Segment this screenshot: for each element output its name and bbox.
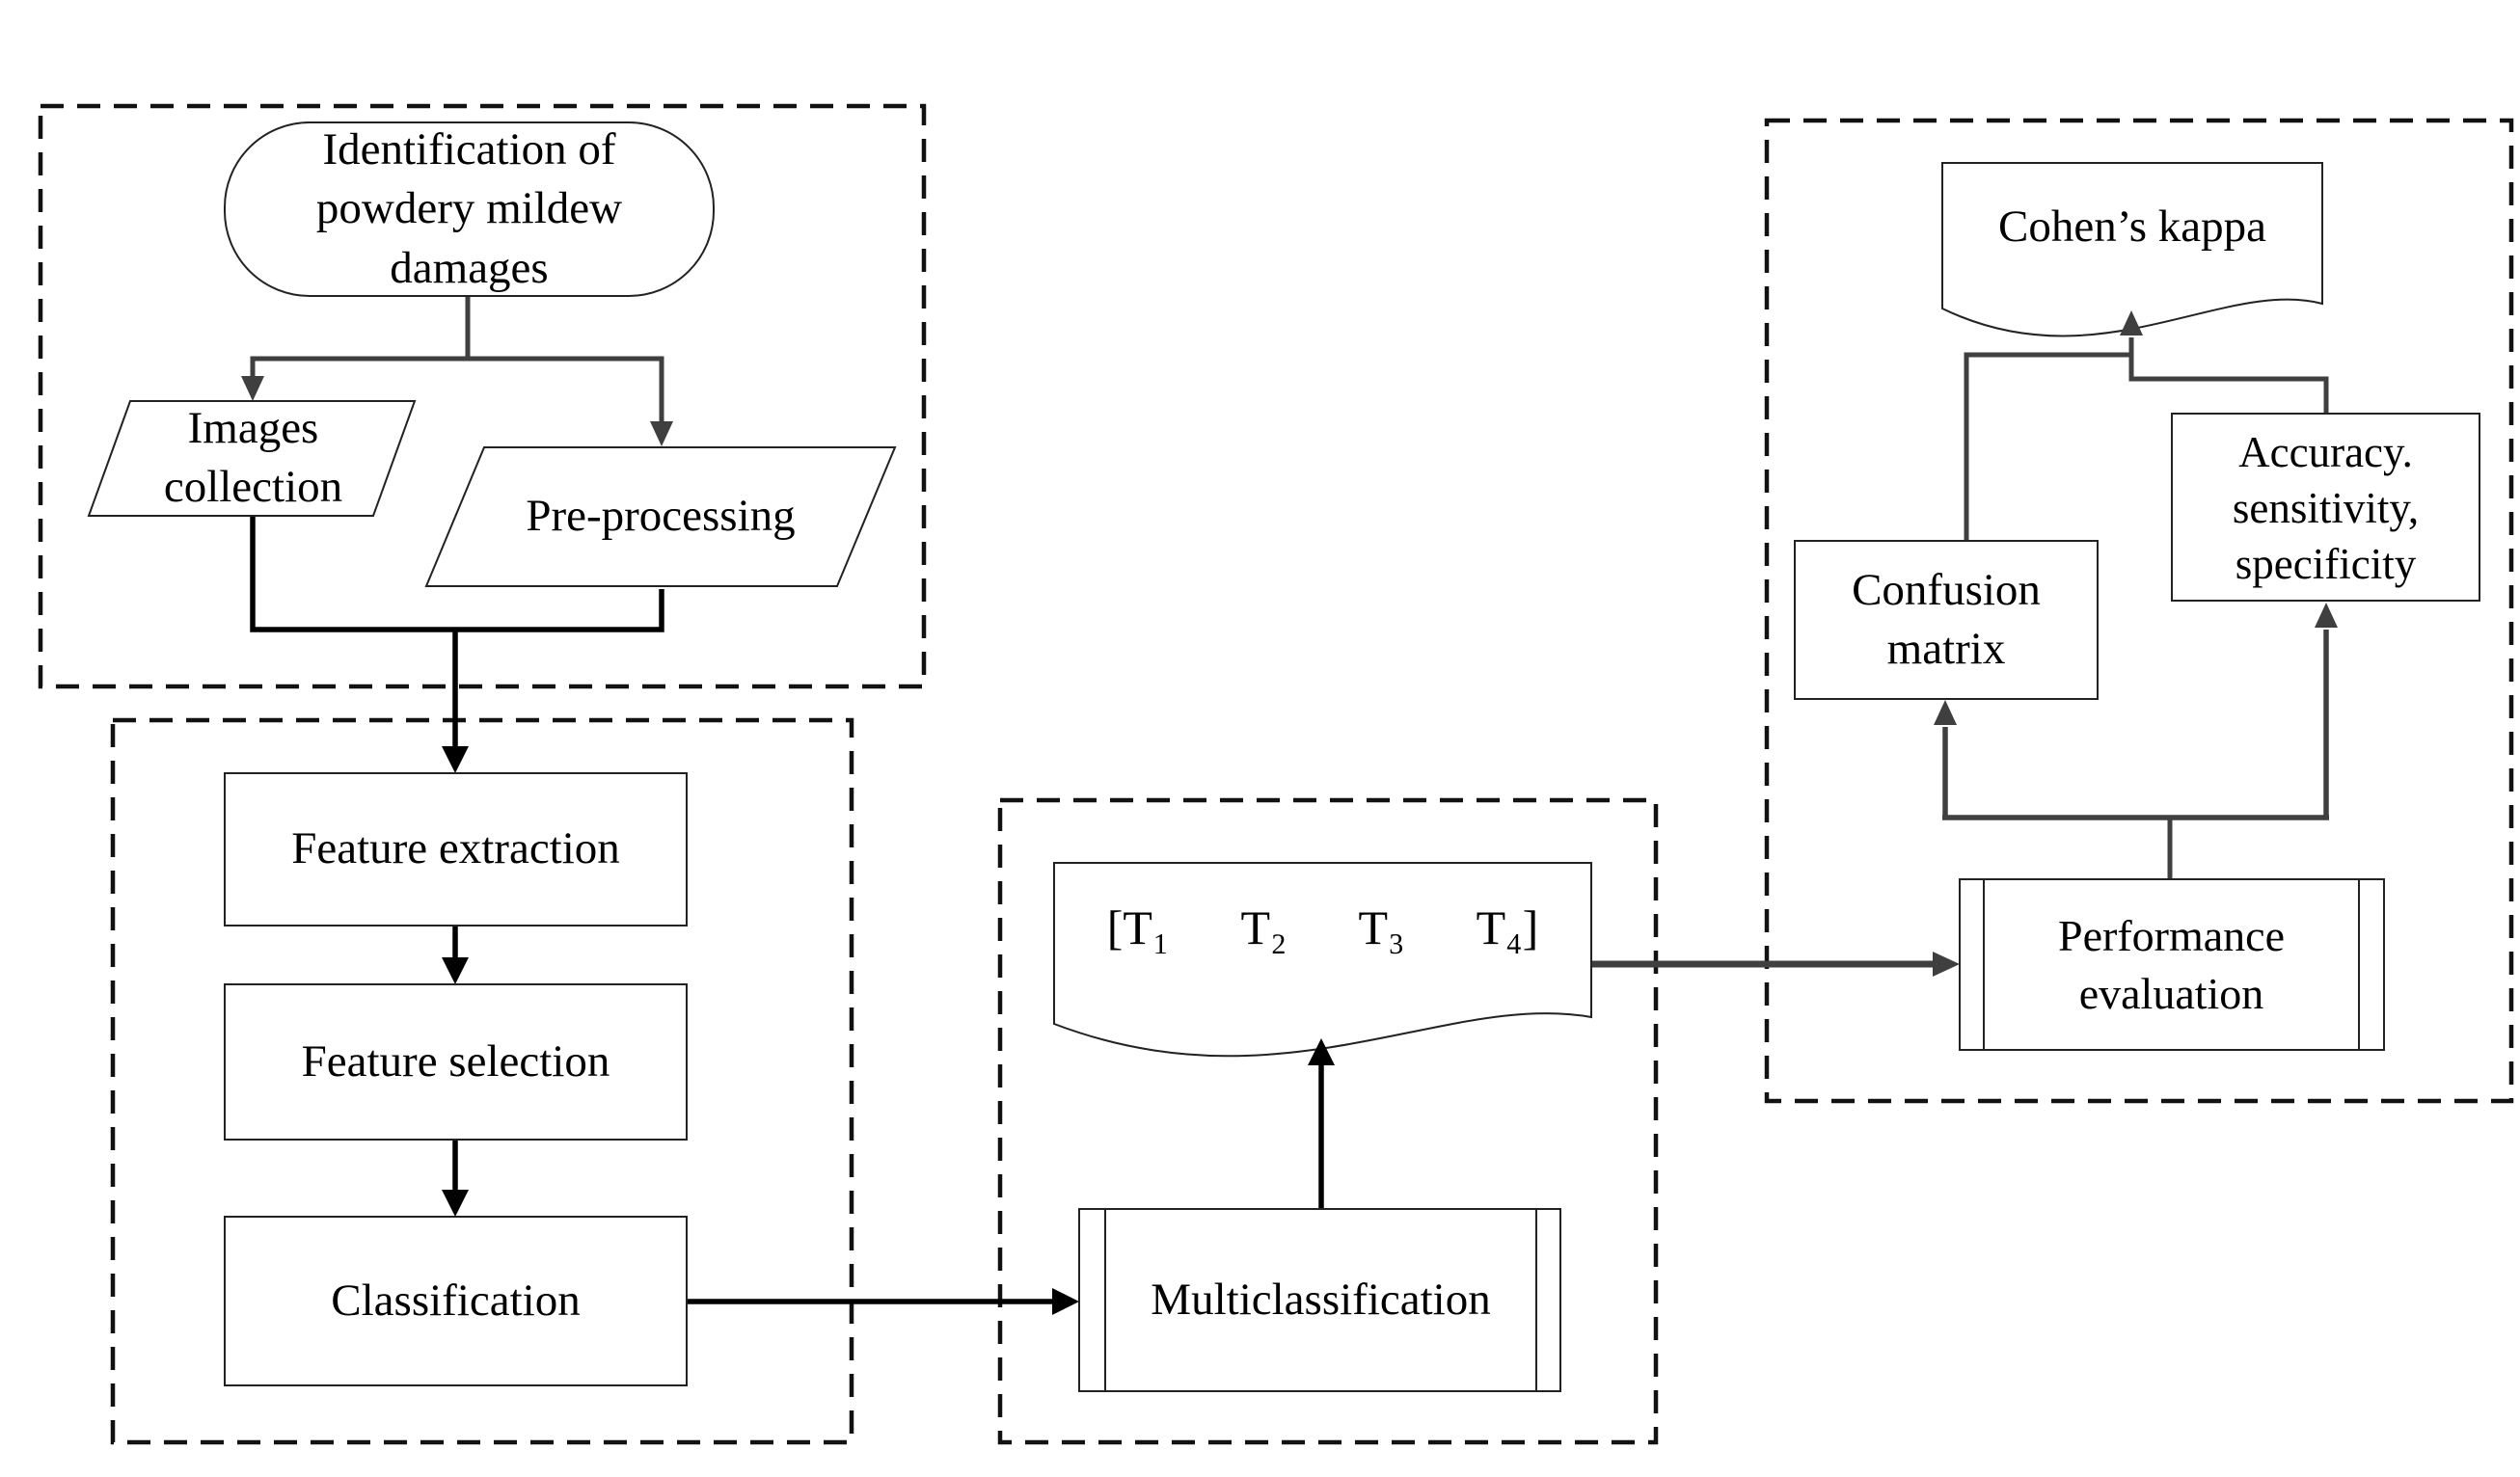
arrowhead-to-classification (442, 1190, 469, 1217)
arrowhead-to-images-collection (241, 376, 264, 401)
arrowhead-to-multiclassification (1052, 1288, 1079, 1315)
confusion-matrix-shape (1794, 540, 2099, 700)
connector-accuracy-to-kappa (2128, 337, 2329, 414)
arrowhead-to-performance-evaluation (1933, 952, 1960, 977)
connector-confusion-to-kappa (1964, 352, 2131, 541)
pre-processing-parallelogram-shape (424, 446, 897, 587)
cohens-kappa-document-shape (1941, 162, 2323, 337)
arrowhead-to-pre-processing (650, 421, 673, 446)
performance-evaluation-predefined-shape (1959, 878, 2385, 1051)
group-box-evaluation (1764, 118, 2514, 1104)
classification-shape (224, 1216, 688, 1386)
group-box-processing (110, 717, 854, 1445)
arrowhead-to-feature-selection (442, 957, 469, 984)
identification-terminator-shape (224, 121, 715, 297)
arrowhead-to-cohens-kappa (2120, 310, 2143, 336)
arrowhead-to-accuracy-metrics (2315, 603, 2338, 628)
arrowhead-to-tvector (1308, 1038, 1335, 1065)
images-collection-parallelogram-shape (87, 400, 417, 517)
group-box-acquisition (38, 103, 927, 689)
t-vector-document-shape (1053, 862, 1592, 1058)
arrowhead-to-confusion-matrix (1934, 700, 1957, 725)
connector-split-bar (250, 356, 664, 423)
feature-extraction-shape (224, 772, 688, 926)
group-box-multiclassification (997, 797, 1659, 1445)
feature-selection-shape (224, 983, 688, 1141)
accuracy-metrics-shape (2171, 413, 2480, 602)
multiclassification-predefined-shape (1078, 1208, 1561, 1392)
arrowhead-to-feature-extraction (442, 746, 469, 773)
